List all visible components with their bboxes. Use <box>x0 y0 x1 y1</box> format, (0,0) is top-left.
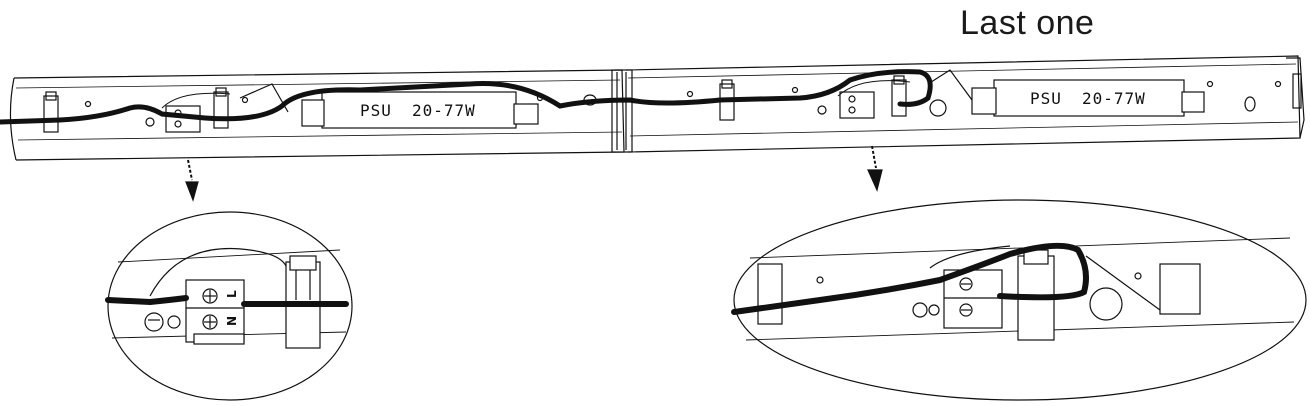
terminal-label-neutral: N <box>225 316 239 326</box>
screw-icon <box>959 277 973 291</box>
psu-right-label: PSU <box>1030 89 1062 108</box>
screw-icon <box>202 314 218 330</box>
psu-left <box>239 83 539 129</box>
screw-icon <box>202 288 218 304</box>
psu-left-rating: 20-77W <box>412 101 476 120</box>
luminaire-body <box>9 55 1305 161</box>
mounting-clip <box>891 75 907 117</box>
mounting-clip <box>43 91 59 133</box>
psu-right-rating: 20-77W <box>1082 89 1146 108</box>
detail-view-left <box>105 211 353 401</box>
terminal-label-live: L <box>225 290 239 298</box>
terminal-block-right <box>817 91 875 119</box>
screw-icon <box>959 303 973 317</box>
detail-view-right <box>731 199 1307 401</box>
earth-symbol-icon <box>144 312 181 332</box>
caption-last-one: Last one <box>960 4 1095 42</box>
down-arrow-icon <box>185 159 199 202</box>
psu-right <box>927 69 1205 117</box>
psu-left-label: PSU <box>360 101 392 120</box>
earth-symbol-icon <box>912 302 940 318</box>
mains-cable <box>0 69 933 125</box>
mounting-clip <box>213 87 229 129</box>
down-arrow-icon <box>867 145 883 192</box>
